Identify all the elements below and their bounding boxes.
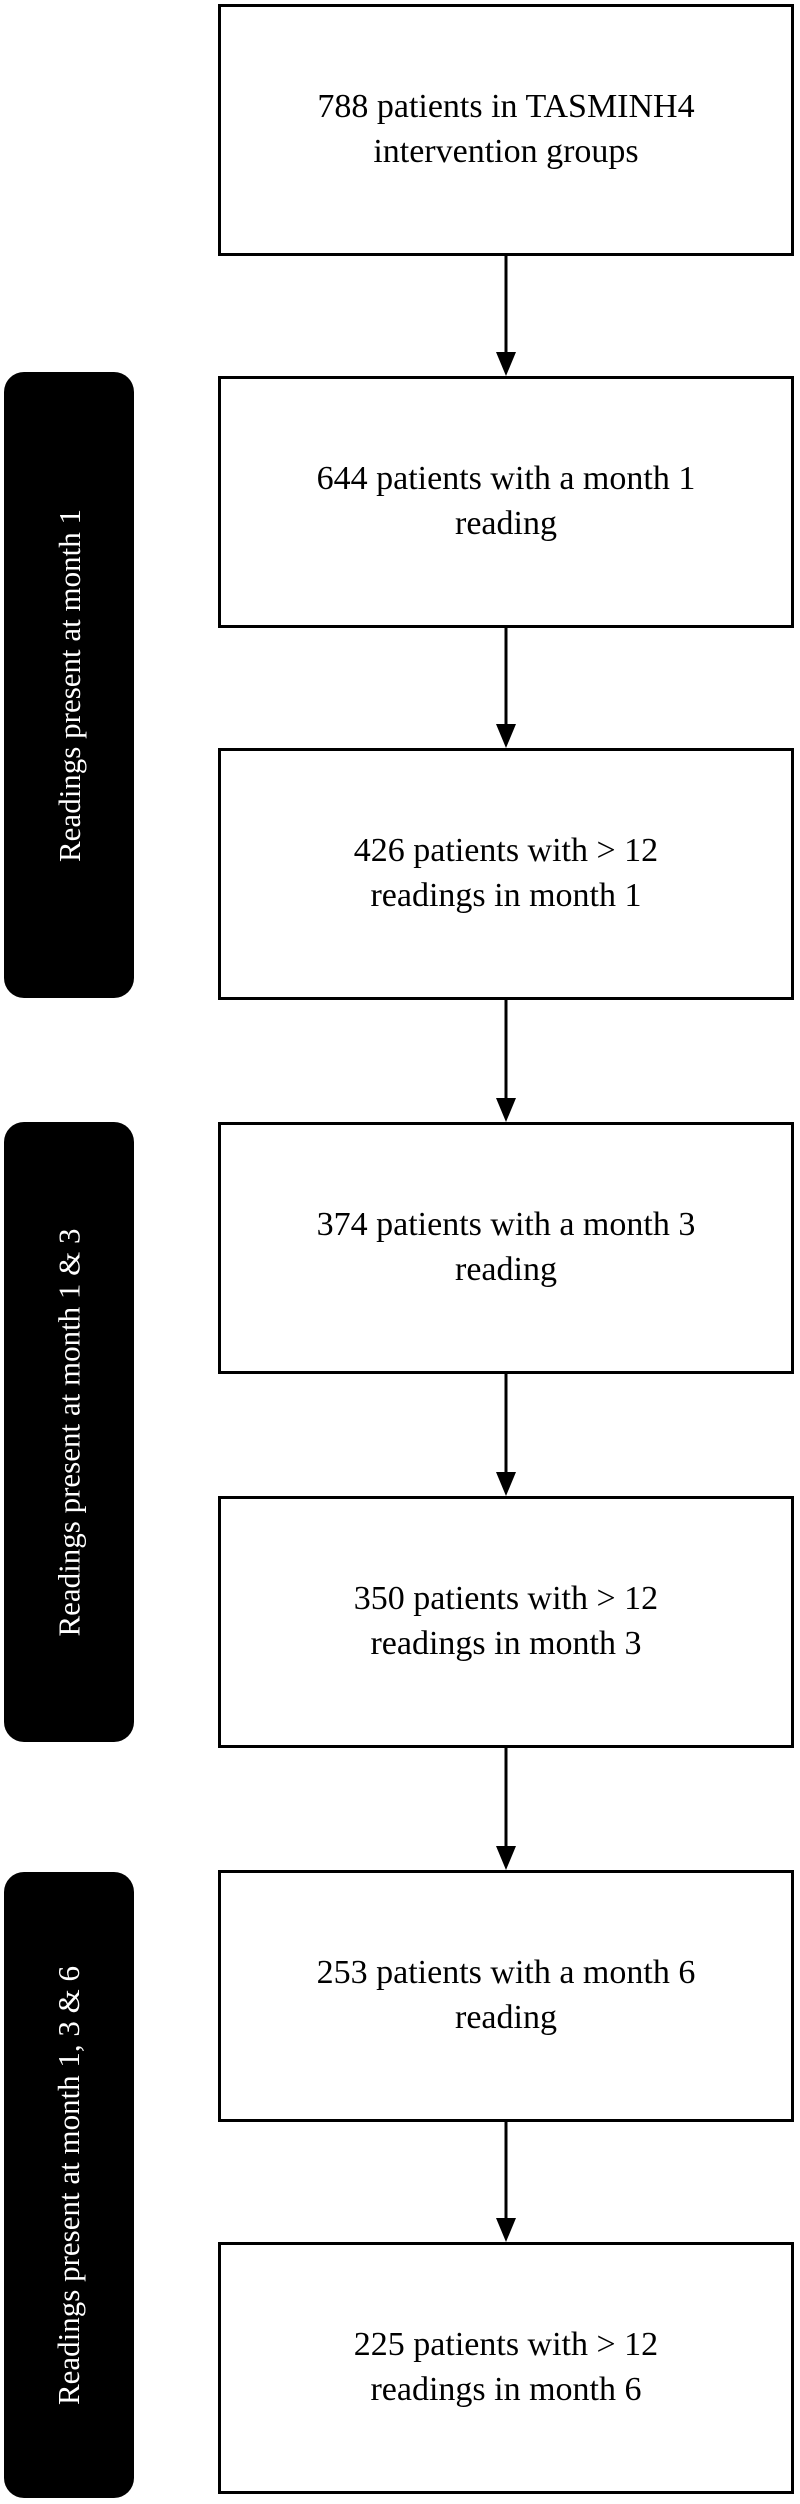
box-month-6-over-12-text: 225 patients with > 12 readings in month… <box>353 2326 659 2408</box>
box-month-1-reading-text: 644 patients with a month 1 reading <box>316 460 696 542</box>
box-month-3-over-12: 350 patients with > 12 readings in month… <box>218 1496 794 1748</box>
box-month-1-over-12-text: 426 patients with > 12 readings in month… <box>353 832 659 914</box>
box-month-1-reading: 644 patients with a month 1 reading <box>218 376 794 628</box>
arrow-4 <box>496 1374 516 1496</box>
arrow-1 <box>496 256 516 376</box>
box-intervention-groups-text: 788 patients in TASMINH4 intervention gr… <box>317 88 695 170</box>
side-label-month-1-text: Readings present at month 1 <box>51 508 87 862</box>
side-label-month-1-3: Readings present at month 1 & 3 <box>4 1122 134 1742</box>
arrow-6 <box>496 2122 516 2242</box>
box-month-3-reading-text: 374 patients with a month 3 reading <box>316 1206 696 1288</box>
arrow-3 <box>496 1000 516 1122</box>
side-label-month-1: Readings present at month 1 <box>4 372 134 998</box>
box-month-6-reading-text: 253 patients with a month 6 reading <box>316 1954 696 2036</box>
box-month-3-over-12-text: 350 patients with > 12 readings in month… <box>353 1580 659 1662</box>
side-label-month-1-3-6: Readings present at month 1, 3 & 6 <box>4 1872 134 2498</box>
arrow-5 <box>496 1748 516 1870</box>
box-month-1-over-12: 426 patients with > 12 readings in month… <box>218 748 794 1000</box>
arrow-2 <box>496 628 516 748</box>
side-label-month-1-3-text: Readings present at month 1 & 3 <box>51 1227 87 1637</box>
box-month-3-reading: 374 patients with a month 3 reading <box>218 1122 794 1374</box>
box-month-6-reading: 253 patients with a month 6 reading <box>218 1870 794 2122</box>
box-intervention-groups: 788 patients in TASMINH4 intervention gr… <box>218 4 794 256</box>
box-month-6-over-12: 225 patients with > 12 readings in month… <box>218 2242 794 2494</box>
side-label-month-1-3-6-text: Readings present at month 1, 3 & 6 <box>51 1965 87 2405</box>
